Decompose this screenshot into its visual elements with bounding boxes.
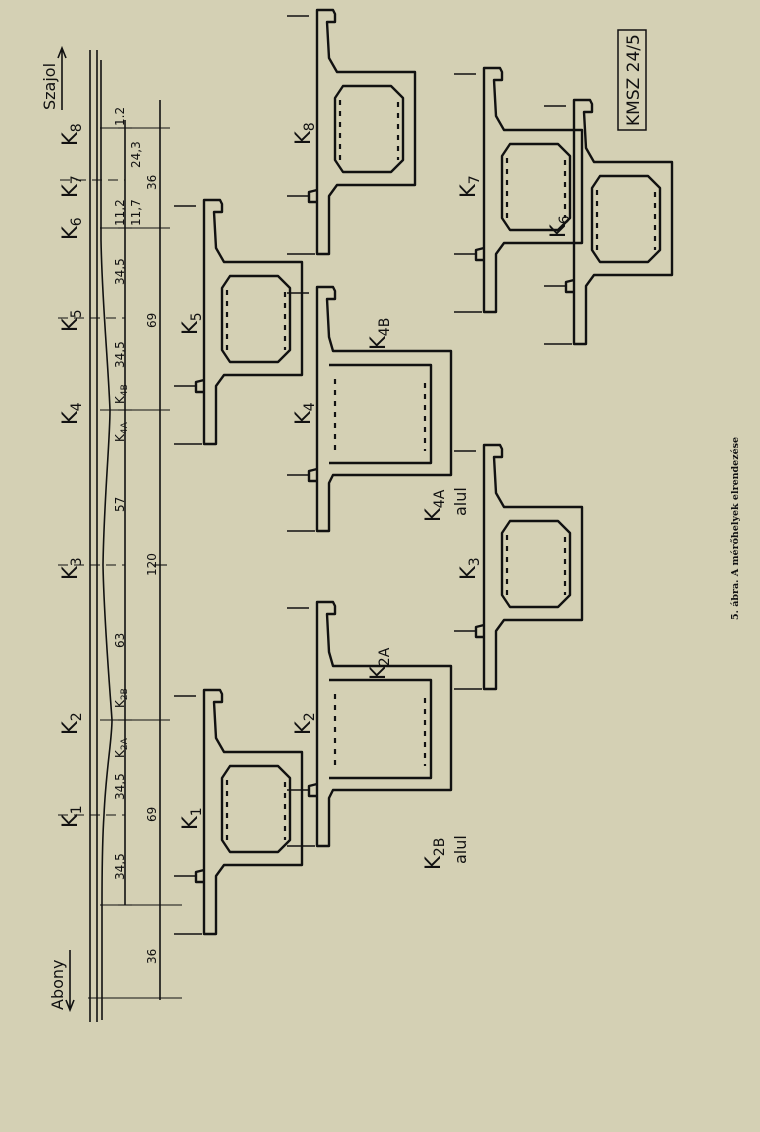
plan-label-k3: K3 bbox=[58, 557, 85, 580]
section-label-k2a: K2A bbox=[366, 647, 393, 680]
section-label-k4b: K4B bbox=[366, 318, 393, 350]
sub-point-k4a: K4A bbox=[113, 421, 130, 442]
figure-caption: 5. ábra. A mérőhelyek elrendezése bbox=[730, 437, 741, 620]
station-szajol: Szajol bbox=[40, 45, 67, 110]
arrow-left-icon bbox=[65, 950, 75, 1013]
section-label-k7: K7 bbox=[456, 175, 483, 198]
dimension-text: 69 bbox=[145, 807, 159, 822]
plan-label-k4: K4 bbox=[58, 402, 85, 425]
section-label-k4: K4 bbox=[291, 402, 318, 425]
plan-point-labels: K1 K2 K3 K4 K5 K6 K7 K8 bbox=[58, 123, 85, 828]
plan-dimensions: 34,5 34,5 63 57 34,5 34,5 11,2 1.2 36 69… bbox=[113, 107, 159, 964]
sub-point-k4b: K4B bbox=[113, 384, 130, 404]
station-label-szajol: Szajol bbox=[40, 63, 59, 110]
dimension-text: 11,2 bbox=[113, 199, 127, 226]
plan-label-k8: K8 bbox=[58, 123, 85, 146]
dimension-text: 36 bbox=[145, 175, 159, 190]
dimension-text: 1.2 bbox=[113, 107, 127, 126]
dimension-text: 34,5 bbox=[113, 258, 127, 285]
dimension-text: 57 bbox=[113, 497, 127, 512]
section-label-k6: K6 bbox=[546, 215, 573, 238]
dimension-text: 34,5 bbox=[113, 853, 127, 880]
svg-text:alul: alul bbox=[451, 487, 470, 516]
svg-text:K2B: K2B bbox=[421, 838, 448, 870]
station-abony: Abony bbox=[48, 950, 75, 1013]
arrow-right-icon bbox=[57, 45, 67, 110]
section-label-k5: K5 bbox=[178, 312, 205, 335]
dimension-text: 36 bbox=[145, 949, 159, 964]
drawing-code: KMSZ 24/5 bbox=[624, 34, 644, 126]
section-label-k3: K3 bbox=[456, 557, 483, 580]
sub-point-k2a: K2A bbox=[113, 737, 130, 758]
dimension-text: 69 bbox=[145, 313, 159, 328]
plan-label-k5: K5 bbox=[58, 309, 85, 332]
section-label-k8: K8 bbox=[291, 122, 318, 145]
section-label-k2: K2 bbox=[291, 712, 318, 735]
drawing-code-box: KMSZ 24/5 bbox=[617, 29, 647, 131]
svg-text:alul: alul bbox=[451, 835, 470, 864]
dimension-text: 24,3 bbox=[129, 141, 143, 168]
plan-label-k1: K1 bbox=[58, 805, 85, 828]
dimension-text: 11,7 bbox=[129, 199, 143, 226]
dimension-text: 34,5 bbox=[113, 341, 127, 368]
dimension-text: 34,5 bbox=[113, 773, 127, 800]
section-label-k4a-alul: K4A alul bbox=[421, 487, 470, 522]
svg-text:K4A: K4A bbox=[421, 489, 448, 522]
plan-label-k2: K2 bbox=[58, 712, 85, 735]
sub-point-k2b: K2B bbox=[113, 688, 130, 708]
station-label-abony: Abony bbox=[48, 960, 67, 1011]
plan-label-k7: K7 bbox=[58, 175, 85, 198]
section-label-k2b-alul: K2B alul bbox=[421, 835, 470, 870]
section-labels: K1 K5 K8 K2 K2A K4 K4B K7 K6 K3 K4A alul… bbox=[178, 122, 573, 870]
plan-label-k6: K6 bbox=[58, 217, 85, 240]
plan-schematic: Abony Szajol K1 K2 K3 K4 K5 K6 K7 K8 34,… bbox=[40, 45, 182, 1022]
section-label-k1: K1 bbox=[178, 807, 205, 830]
dimension-text: 120 bbox=[145, 553, 159, 576]
dimension-text: 63 bbox=[113, 633, 127, 648]
